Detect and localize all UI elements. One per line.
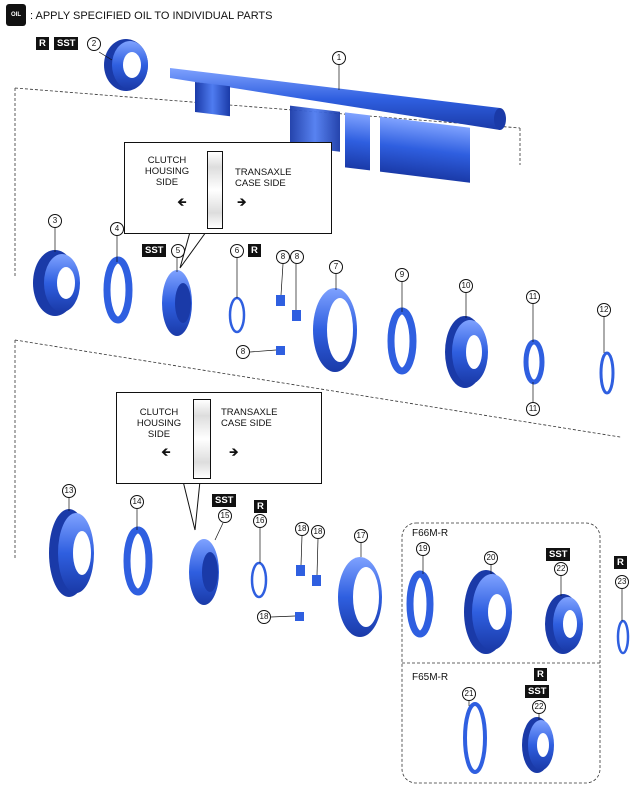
gear-13	[49, 509, 94, 597]
part-number: 22	[532, 700, 546, 714]
badge-r-6: R	[248, 244, 261, 257]
badge-r-16: R	[254, 500, 267, 513]
badge-sst-15: SST	[212, 494, 237, 507]
bearing-2	[104, 39, 148, 91]
snap-ring-16	[250, 561, 268, 599]
arrow-right-icon: 🡺	[237, 195, 247, 209]
synchronizer-ring-4	[103, 256, 133, 324]
badge-r-23: R	[614, 556, 627, 569]
part-number: 19	[416, 542, 430, 556]
arrow-right-icon: 🡺	[229, 445, 239, 459]
gear-10	[445, 316, 488, 388]
hub-cross-section	[193, 399, 211, 479]
gear-3	[33, 250, 80, 316]
bearing-22-lower	[522, 717, 554, 773]
synchronizer-ring-19	[406, 570, 434, 638]
ring-11	[523, 339, 545, 385]
synchronizer-ring-14	[123, 526, 153, 596]
part-number: 12	[597, 303, 611, 317]
snap-ring-23	[616, 619, 630, 655]
arrow-left-icon: 🡸	[177, 195, 187, 209]
hub-15	[189, 539, 219, 605]
arrow-left-icon: 🡸	[161, 445, 171, 459]
part-number: 3	[48, 214, 62, 228]
part-number: 8	[276, 250, 290, 264]
part-number: 14	[130, 495, 144, 509]
hub-cross-section	[207, 151, 223, 229]
callout-lower-right-label: TRANSAXLE CASE SIDE	[221, 407, 278, 429]
part-number: 9	[395, 268, 409, 282]
callout-upper-right-label: TRANSAXLE CASE SIDE	[235, 167, 292, 189]
callout-lower-left-label: CLUTCH HOUSING SIDE	[136, 407, 182, 440]
part-number: 18	[295, 522, 309, 536]
badge-r-2: R	[36, 37, 49, 50]
synchronizer-ring-9	[387, 307, 417, 375]
part-number: 10	[459, 279, 473, 293]
part-number: 1	[332, 51, 346, 65]
callout-upper-left-label: CLUTCH HOUSING SIDE	[144, 155, 190, 188]
part-number: 8	[236, 345, 250, 359]
part-number: 15	[218, 509, 232, 523]
sleeve-17	[338, 557, 382, 637]
callout-lower: CLUTCH HOUSING SIDE 🡸 TRANSAXLE CASE SID…	[116, 392, 322, 484]
part-number: 8	[290, 250, 304, 264]
badge-sst-2: SST	[54, 37, 79, 50]
gear-20	[464, 570, 512, 654]
part-number: 5	[171, 244, 185, 258]
oil-icon-text: OIL	[11, 12, 21, 18]
hub-5	[162, 270, 192, 336]
part-number: 20	[484, 551, 498, 565]
part-number: 7	[329, 260, 343, 274]
variant-lower-label: F65M-R	[412, 672, 449, 683]
bearing-22-upper	[545, 594, 583, 654]
part-number: 11	[526, 402, 540, 416]
badge-sst-5: SST	[142, 244, 167, 257]
part-number: 22	[554, 562, 568, 576]
part-number: 6	[230, 244, 244, 258]
part-number: 18	[311, 525, 325, 539]
main-shaft	[170, 68, 506, 183]
part-number: 16	[253, 514, 267, 528]
part-number: 21	[462, 687, 476, 701]
part-number: 13	[62, 484, 76, 498]
badge-sst-22-lower: SST	[525, 685, 550, 698]
legend-text: : APPLY SPECIFIED OIL TO INDIVIDUAL PART…	[30, 10, 273, 22]
part-number: 18	[257, 610, 271, 624]
part-number: 2	[87, 37, 101, 51]
sleeve-7	[313, 288, 357, 372]
callout-upper: CLUTCH HOUSING SIDE 🡸 TRANSAXLE CASE SID…	[124, 142, 332, 234]
oil-can-icon: OIL	[6, 4, 26, 26]
part-number: 11	[526, 290, 540, 304]
key-18	[295, 565, 321, 621]
synchronizer-ring-21	[463, 702, 487, 774]
badge-r-22-lower: R	[534, 668, 547, 681]
key-8	[276, 295, 301, 355]
snap-ring-6	[228, 296, 246, 334]
part-number: 23	[615, 575, 629, 589]
part-number: 17	[354, 529, 368, 543]
snap-ring-12	[599, 351, 615, 395]
part-number: 4	[110, 222, 124, 236]
variant-upper-label: F66M-R	[412, 528, 449, 539]
badge-sst-22-upper: SST	[546, 548, 571, 561]
